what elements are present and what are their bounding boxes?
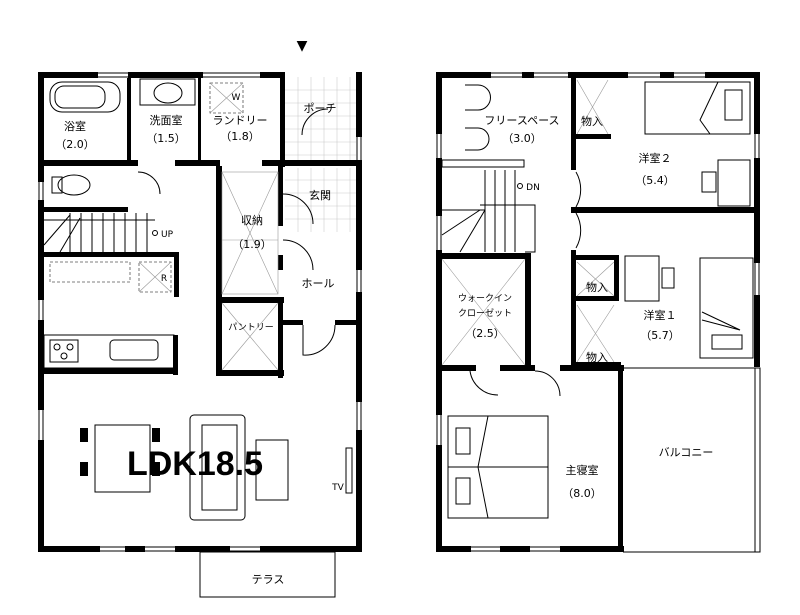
bed-room1 (699, 257, 754, 359)
laundry-label: ランドリー (213, 114, 268, 127)
fridge (138, 261, 172, 293)
hall-label: ホール (302, 277, 335, 290)
desk-room1 (624, 255, 660, 302)
washroom-label: 洗面室 (150, 113, 183, 127)
stove-icon (49, 339, 79, 363)
storage-area: （1.9） (232, 238, 272, 251)
entrance-label: 玄関 (309, 188, 331, 202)
wic-label-2: クローゼット (458, 307, 512, 319)
porch-label: ポーチ (304, 102, 337, 115)
ldk-label: LDK18.5 (127, 445, 263, 483)
western-room-2-area: （5.4） (635, 174, 675, 187)
wash-basin (153, 82, 183, 104)
washer-mark: W (232, 93, 241, 103)
floor-2-plan: DN フリースペース （3.0） 物入 洋室２ （5.4） ウォークイン クロー… (436, 72, 761, 553)
desk-room2 (717, 159, 751, 207)
free-space-area: （3.0） (502, 132, 542, 145)
stairs-1f: UP (43, 213, 174, 253)
upper-cabinet (49, 261, 131, 283)
bed-room2 (644, 81, 751, 135)
porch-tiles (285, 77, 356, 232)
bath-area: （2.0） (55, 138, 95, 151)
fridge-mark: R (161, 274, 167, 284)
western-room-1-area: （5.7） (640, 329, 680, 342)
kitchen-counter (43, 334, 175, 369)
master-bedroom-label: 主寝室 (566, 463, 599, 477)
coffee-table (255, 439, 289, 501)
wic-label-1: ウォークイン (458, 293, 512, 304)
tv (345, 447, 353, 494)
pantry-label: パントリー (228, 322, 273, 333)
sink (109, 339, 159, 361)
entrance-arrow: ▼ (297, 38, 308, 54)
toilet (57, 174, 91, 196)
balcony-label: バルコニー (659, 446, 714, 459)
washroom-area: （1.5） (146, 132, 186, 145)
western-room-1-label: 洋室１ (644, 308, 677, 322)
terrace (199, 551, 336, 598)
stairs-up-label: UP (161, 230, 174, 240)
washing-machine (209, 82, 244, 114)
closet-b-label: 物入 (586, 280, 608, 294)
wic-area: （2.5） (465, 327, 505, 340)
sofa (189, 414, 246, 521)
closet-c-label: 物入 (586, 350, 608, 364)
floor-1-plan: W UP R TV 浴室 （2.0） 洗面室 (38, 72, 362, 598)
laundry-area: （1.8） (220, 130, 260, 143)
master-bedroom-area: （8.0） (562, 487, 602, 500)
bath-label: 浴室 (64, 119, 86, 133)
stairs-2f: DN (441, 159, 540, 253)
western-room-2-label: 洋室２ (639, 151, 672, 165)
closet-a-label: 物入 (581, 114, 603, 128)
bathtub (49, 81, 121, 113)
free-space-label: フリースペース (484, 114, 559, 127)
tv-label: TV (331, 483, 344, 493)
storage-label: 収納 (241, 214, 263, 227)
dining-table (94, 424, 151, 493)
balcony-outline (623, 367, 761, 553)
terrace-label: テラス (252, 573, 285, 586)
stairs-down-label: DN (526, 183, 540, 193)
